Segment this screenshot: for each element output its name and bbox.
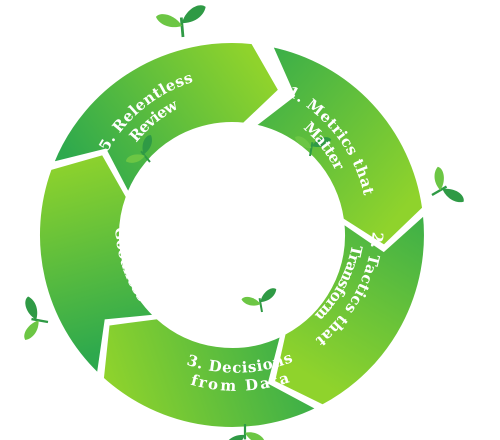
leaf-decorations bbox=[24, 5, 464, 440]
leaf-sprig-6 bbox=[24, 296, 49, 340]
step-2-arrow-segment bbox=[272, 212, 426, 407]
leaf-sprig-2 bbox=[295, 136, 332, 157]
leaf-sprig-4 bbox=[241, 288, 277, 313]
leaf-sprig-1 bbox=[155, 5, 206, 38]
step-4-arrow-segment bbox=[37, 153, 157, 376]
step-5-arrow-segment bbox=[51, 41, 281, 196]
step-1-arrow-segment bbox=[252, 44, 425, 247]
leaf-sprig-3 bbox=[431, 166, 464, 203]
step-3-arrow-segment bbox=[101, 317, 319, 429]
leaf-sprig-5 bbox=[228, 424, 265, 440]
cycle-arrows bbox=[37, 41, 426, 429]
leaf-sprig-7 bbox=[125, 135, 152, 163]
